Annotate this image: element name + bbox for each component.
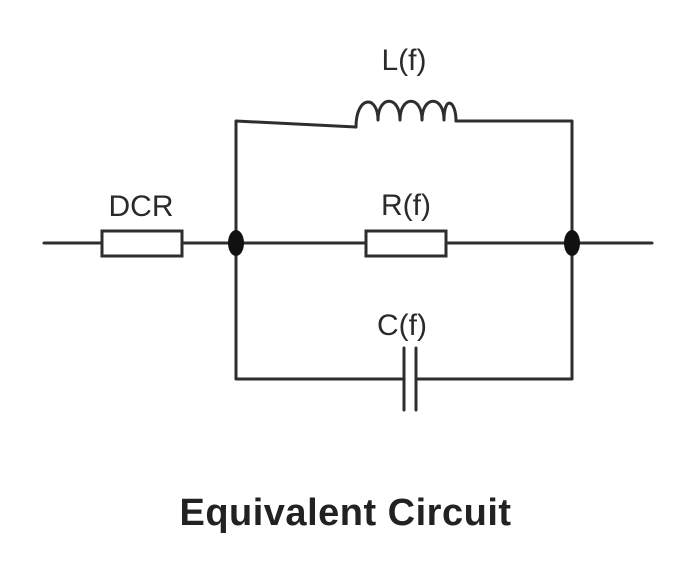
- inductor-label: L(f): [382, 44, 427, 77]
- inductor-left-wire: [234, 119, 358, 245]
- diagram-caption: Equivalent Circuit: [179, 492, 512, 534]
- inductor-coil: [354, 99, 458, 129]
- right-junction-node: [564, 230, 580, 256]
- inductor-right-wire: [454, 119, 574, 245]
- capacitor-right-wire: [414, 241, 574, 381]
- frequency-resistor: [364, 229, 448, 258]
- dcr-label: DCR: [109, 190, 174, 223]
- capacitor-label: C(f): [377, 309, 427, 342]
- left-junction-node: [228, 230, 244, 256]
- dcr-resistor: [100, 229, 184, 258]
- capacitor-left-wire: [234, 241, 406, 381]
- resistor-label: R(f): [381, 189, 431, 222]
